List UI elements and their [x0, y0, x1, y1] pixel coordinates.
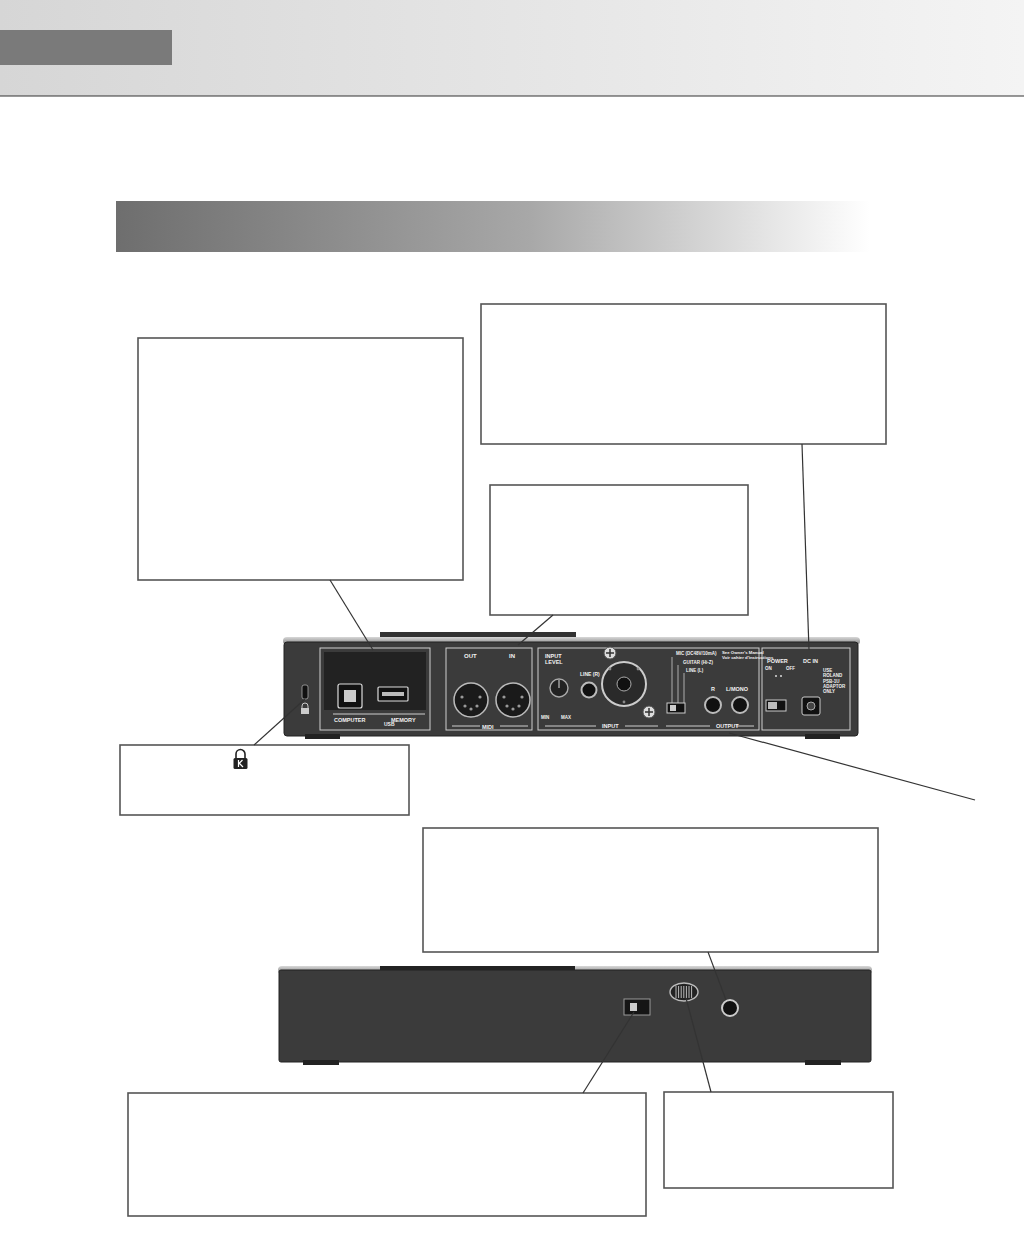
header-band: [0, 0, 1024, 96]
panel-label: INPUT LEVEL: [545, 653, 569, 666]
panel-label: Voir cahier d'instructions: [722, 655, 773, 660]
panel-label: MEMORY: [391, 717, 416, 723]
panel-label: MAX: [561, 715, 571, 720]
panel-label: INPUT: [602, 723, 619, 729]
panel-label: See Owner's Manual: [722, 650, 764, 655]
leader-lines: [254, 444, 975, 1093]
panel-label: OFF: [786, 666, 795, 671]
panel-label: COMPUTER: [334, 717, 365, 723]
panel-label: R: [711, 686, 715, 692]
panel-label: DC IN: [803, 658, 818, 664]
panel-label: L/MONO: [726, 686, 748, 692]
lock-icon: ‍: [234, 750, 248, 770]
section-band: [116, 201, 870, 252]
header-tab: [0, 30, 172, 65]
panel-label: OUT: [464, 653, 477, 660]
callout-boxes: [120, 304, 893, 1216]
rear-panel: [283, 632, 860, 739]
panel-label: MIDI: [482, 724, 494, 730]
panel-label: ON: [765, 666, 772, 671]
panel-label: LINE (L): [686, 668, 703, 673]
panel-label: GUITAR (Hi-Z): [683, 660, 713, 665]
panel-label: MIN: [541, 715, 549, 720]
svg-text:‍: ‍: [237, 760, 238, 769]
header-rule: [0, 95, 1024, 96]
panel-label: IN: [509, 653, 515, 660]
front-panel: [278, 966, 872, 1065]
panel-label: MIC (DC48V/10mA): [676, 651, 717, 656]
panel-label: LINE (R): [580, 672, 600, 678]
panel-label: POWER: [767, 658, 788, 664]
panel-label: USE ROLAND PSB-1U ADAPTOR ONLY: [823, 668, 849, 694]
panel-label: OUTPUT: [716, 723, 739, 729]
